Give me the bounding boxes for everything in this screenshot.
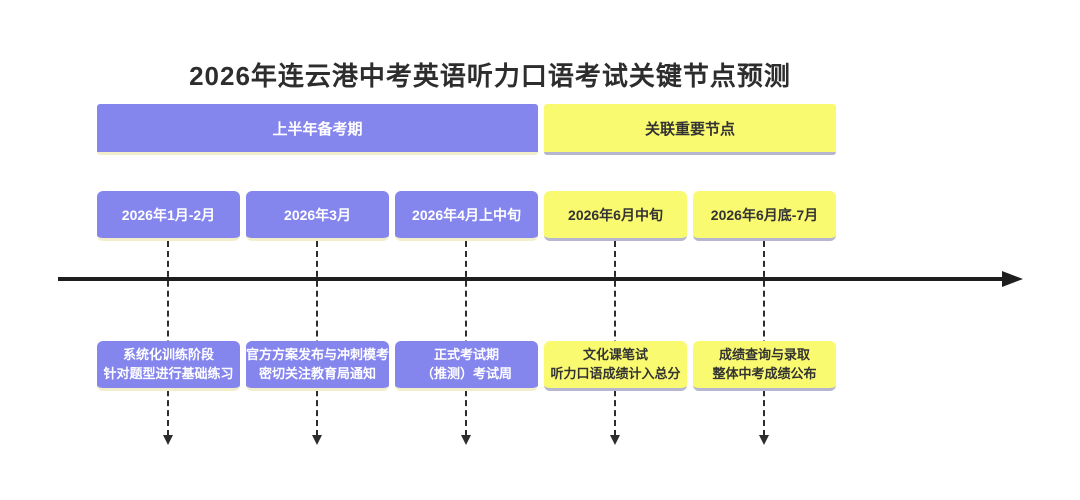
milestone-desc-line: 针对题型进行基础练习	[103, 365, 234, 381]
milestone-date-box: 2026年3月	[246, 191, 389, 241]
milestone-desc-line: 成绩查询与录取	[718, 346, 810, 362]
milestone-desc-line: 文化课笔试	[582, 346, 648, 362]
phase-header-label: 上半年备考期	[272, 120, 363, 138]
arrow-down-icon	[312, 435, 322, 445]
arrow-down-icon	[759, 435, 769, 445]
connector-dashed-line	[167, 241, 169, 436]
page-title: 2026年连云港中考英语听力口语考试关键节点预测	[189, 61, 791, 91]
phase-header-label: 关联重要节点	[644, 120, 735, 138]
milestone-date-label: 2026年4月上中旬	[412, 206, 521, 223]
timeline-axis	[58, 277, 1004, 281]
milestone-desc-box: 成绩查询与录取 整体中考成绩公布	[693, 341, 836, 391]
milestone-desc-line: 官方方案发布与冲刺模考	[246, 346, 390, 362]
arrow-down-icon	[461, 435, 471, 445]
connector-dashed-line	[614, 241, 616, 436]
milestone-desc-line: 整体中考成绩公布	[712, 365, 817, 381]
arrow-down-icon	[163, 435, 173, 445]
phase-header-preparation: 上半年备考期	[97, 104, 538, 155]
milestone-desc-box: 系统化训练阶段 针对题型进行基础练习	[97, 341, 240, 391]
arrow-right-icon	[1002, 271, 1023, 287]
milestone-date-label: 2026年1月-2月	[121, 206, 216, 223]
milestone-desc-line: （推测）考试周	[420, 365, 512, 381]
milestone-date-box: 2026年6月中旬	[544, 191, 687, 241]
milestone-desc-box: 正式考试期 （推测）考试周	[395, 341, 538, 391]
milestone-desc-line: 密切关注教育局通知	[258, 365, 376, 381]
milestone-desc-line: 正式考试期	[433, 346, 499, 362]
arrow-down-icon	[610, 435, 620, 445]
milestone-desc-box: 官方方案发布与冲刺模考 密切关注教育局通知	[246, 341, 389, 391]
milestone-desc-box: 文化课笔试 听力口语成绩计入总分	[544, 341, 687, 391]
milestone-desc-line: 听力口语成绩计入总分	[550, 365, 681, 381]
connector-dashed-line	[465, 241, 467, 436]
connector-dashed-line	[316, 241, 318, 436]
connector-dashed-line	[763, 241, 765, 436]
milestone-date-box: 2026年1月-2月	[97, 191, 240, 241]
phase-header-key-nodes: 关联重要节点	[544, 104, 836, 155]
milestone-date-box: 2026年4月上中旬	[395, 191, 538, 241]
milestone-date-box: 2026年6月底-7月	[693, 191, 836, 241]
milestone-date-label: 2026年3月	[284, 206, 351, 223]
milestone-date-label: 2026年6月底-7月	[710, 206, 819, 223]
milestone-desc-line: 系统化训练阶段	[122, 346, 214, 362]
milestone-date-label: 2026年6月中旬	[568, 206, 663, 223]
